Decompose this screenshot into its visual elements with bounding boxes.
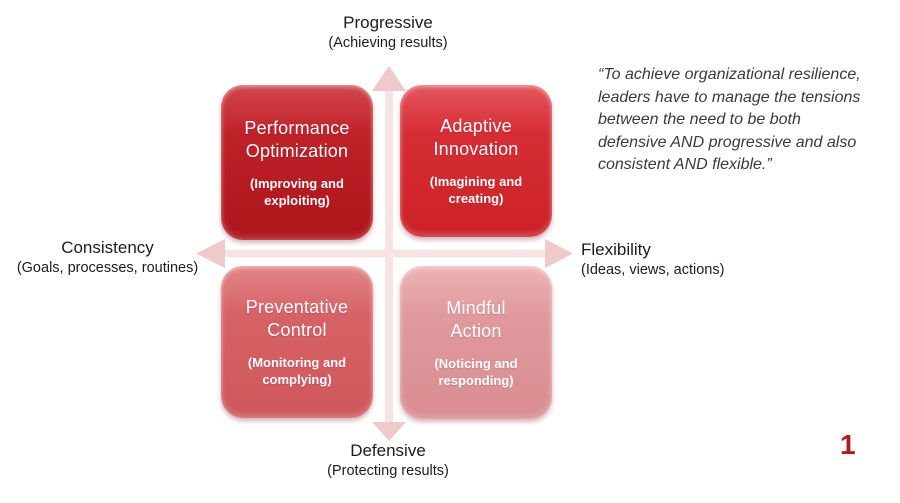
- quote-line: between the need to be both: [598, 111, 801, 128]
- quadrant-subtitle-line: (Improving and: [250, 175, 344, 191]
- axis-label-progressive-subtitle: (Achieving results): [328, 35, 448, 51]
- quadrant-subtitle-line: (Monitoring and: [247, 355, 347, 370]
- quadrant-subtitle-line: (Imagining and: [429, 174, 523, 189]
- quadrant-mindful-action: Mindful Action (Noticing and responding): [400, 266, 552, 419]
- axis-label-flexibility-title: Flexibility: [581, 240, 651, 259]
- page-number: 1: [840, 429, 856, 460]
- quadrant-preventative-control: Preventative Control (Monitoring and com…: [221, 266, 373, 418]
- quadrant-title-line: Optimization: [245, 140, 349, 161]
- axis-label-consistency-subtitle: (Goals, processes, routines): [16, 260, 199, 276]
- quadrant-subtitle: (Imagining and creating): [430, 173, 522, 207]
- quote-text: “To achieve organizational resilience, l…: [598, 64, 900, 177]
- horizontal-axis-arrow: [196, 239, 573, 268]
- arrow-up-icon: [372, 66, 406, 91]
- quadrant-adaptive-innovation: Adaptive Innovation (Imagining and creat…: [400, 85, 552, 237]
- quadrant-subtitle-line: complying): [262, 372, 332, 387]
- quadrant-title: Adaptive Innovation: [433, 115, 518, 161]
- axis-label-consistency: Consistency (Goals, processes, routines): [0, 237, 215, 278]
- quote-line: “To achieve organizational resilience,: [598, 66, 861, 83]
- quadrant-title-line: Control: [267, 320, 327, 340]
- axis-label-consistency-title: Consistency: [61, 238, 154, 257]
- quote-line: leaders have to manage the tensions: [598, 88, 861, 106]
- quadrant-title-line: Preventative: [245, 297, 349, 317]
- quadrant-subtitle-line: creating): [448, 191, 504, 206]
- quadrant-title-line: Performance: [244, 117, 350, 138]
- quadrant-title-line: Adaptive: [440, 116, 512, 136]
- quadrant-subtitle-line: responding): [438, 372, 514, 388]
- quadrant-performance-optimization: Performance Optimization (Improving and …: [221, 85, 373, 240]
- axis-label-defensive-title: Defensive: [350, 441, 426, 460]
- quadrant-subtitle: (Improving and exploiting): [250, 175, 344, 209]
- arrow-right-icon: [545, 239, 573, 268]
- quadrant-subtitle: (Monitoring and complying): [248, 354, 346, 388]
- axis-label-flexibility: Flexibility (Ideas, views, actions): [581, 239, 811, 280]
- arrow-left-icon: [196, 239, 225, 268]
- axis-label-flexibility-subtitle: (Ideas, views, actions): [581, 262, 725, 278]
- quote-line: defensive AND progressive and also: [598, 133, 857, 151]
- quadrant-title-line: Innovation: [433, 139, 519, 159]
- quadrant-title-line: Mindful: [446, 297, 506, 318]
- axis-label-defensive-subtitle: (Protecting results): [327, 463, 449, 479]
- quadrant-title: Preventative Control: [246, 296, 348, 342]
- axis-label-defensive: Defensive (Protecting results): [268, 440, 508, 481]
- arrow-down-icon: [372, 422, 406, 441]
- quadrant-subtitle: (Noticing and responding): [434, 355, 517, 389]
- quote-line: consistent AND flexible.”: [598, 156, 772, 173]
- quadrant-title: Mindful Action: [446, 297, 505, 343]
- quadrant-title-line: Action: [450, 320, 502, 341]
- axis-label-progressive-title: Progressive: [343, 13, 433, 32]
- quadrant-subtitle-line: exploiting): [264, 192, 330, 208]
- axis-label-progressive: Progressive (Achieving results): [268, 12, 508, 53]
- quadrant-subtitle-line: (Noticing and: [434, 355, 518, 371]
- horizontal-axis-shaft: [223, 249, 547, 258]
- quadrant-title: Performance Optimization: [244, 117, 349, 163]
